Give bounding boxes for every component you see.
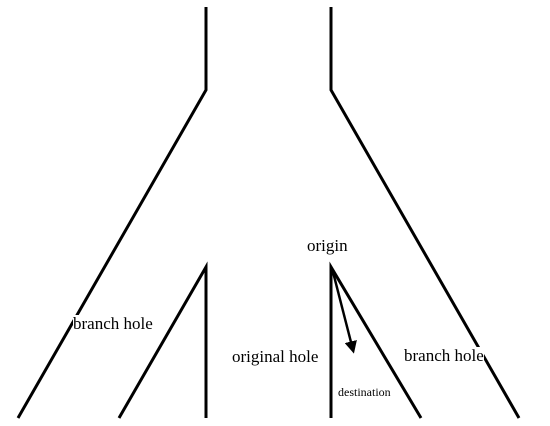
origin-to-destination-arrow (331, 271, 357, 354)
destination-label: destination (338, 385, 391, 399)
branch-hole-right-label: branch hole (404, 346, 484, 365)
original-hole-label: original hole (232, 347, 319, 366)
main-hole-right-wall (329, 7, 521, 419)
main-hole-left-wall (16, 7, 208, 419)
left-branch-inner-wall (117, 261, 208, 419)
branch-hole-left-label: branch hole (73, 314, 153, 333)
right-branch-inner-wall (329, 261, 423, 419)
origin-label: origin (307, 236, 348, 255)
